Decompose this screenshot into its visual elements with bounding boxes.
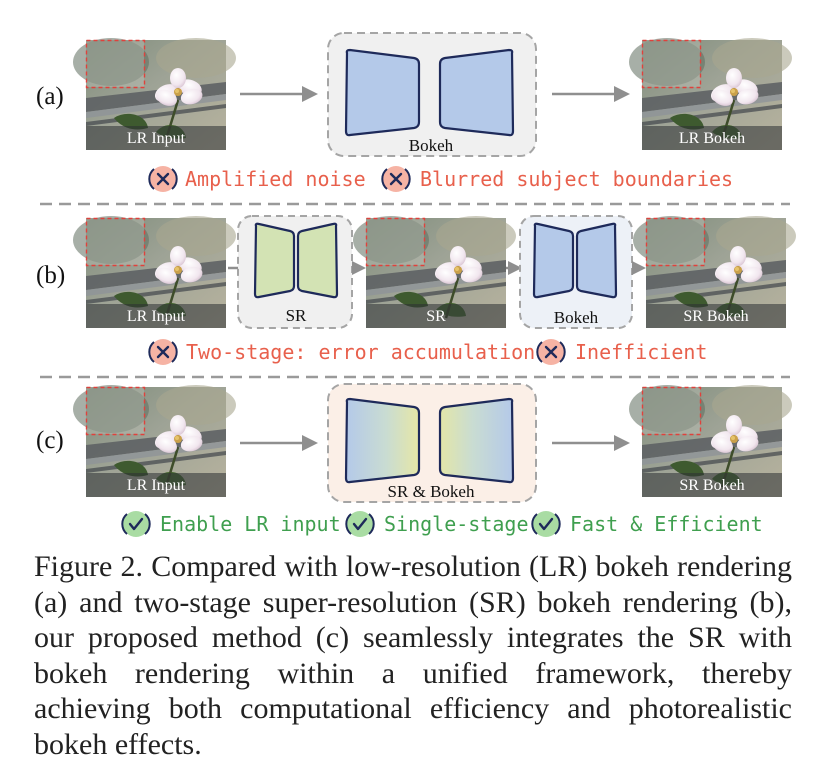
cross-icon [148, 339, 178, 365]
arrow [352, 261, 366, 275]
arrow [552, 435, 630, 451]
cross-icon [148, 166, 178, 192]
row-a-note-2: Blurred subject boundaries [420, 167, 733, 191]
row-b-input-image: LR Input [71, 214, 238, 330]
row-c-input-caption: LR Input [127, 477, 186, 494]
row-a-note-1: Amplified noise [185, 167, 366, 191]
row-b-sr-image: SR [351, 214, 518, 330]
row-c-output-caption: SR Bokeh [679, 477, 744, 494]
arrow [240, 86, 318, 102]
row-a-input-image: LR Input [71, 36, 238, 152]
arrow [506, 261, 522, 275]
row-b-input-caption: LR Input [127, 308, 186, 325]
check-icon [121, 511, 151, 537]
row-c-sr-bokeh-module: SR & Bokeh [327, 383, 537, 503]
row-a-label: (a) [36, 83, 64, 110]
row-b-output-image: SR Bokeh [631, 214, 798, 330]
row-a-input-caption: LR Input [127, 130, 186, 147]
row-b-mid-caption: SR [426, 308, 446, 325]
row-a-output-caption: LR Bokeh [679, 130, 745, 147]
row-c-output-image: SR Bokeh [627, 383, 794, 499]
arrow [552, 86, 630, 102]
row-c-note-1: Enable LR input [160, 512, 341, 536]
row-b-label: (b) [36, 262, 65, 289]
row-b-sr-module-caption: SR [286, 306, 307, 325]
row-a-output-image: LR Bokeh [627, 36, 794, 152]
figure-caption: Figure 2. Compared with low-resolution (… [34, 550, 792, 761]
figure-diagram: (a) LR Input Bokeh LR Bokeh Amplified no… [36, 32, 798, 537]
row-b-note-2: Inefficient [575, 340, 707, 364]
row-c-input-image: LR Input [71, 383, 238, 499]
row-b-sr-module: SR [237, 215, 353, 329]
arrow [632, 261, 646, 275]
row-c-note-3: Fast & Efficient [570, 512, 763, 536]
check-icon [531, 511, 561, 537]
row-c-label: (c) [36, 427, 64, 454]
row-b-note-1: Two-stage: error accumulation [186, 340, 535, 364]
row-c-module-caption: SR & Bokeh [388, 482, 475, 501]
row-a-module-caption: Bokeh [409, 136, 454, 155]
row-b-bokeh-module: Bokeh [519, 215, 633, 329]
arrow [240, 435, 318, 451]
row-a-bokeh-module: Bokeh [327, 32, 537, 157]
cross-icon [536, 339, 566, 365]
row-b-bokeh-module-caption: Bokeh [554, 308, 599, 327]
check-icon [345, 511, 375, 537]
row-c-note-2: Single-stage [384, 512, 529, 536]
cross-icon [381, 166, 411, 192]
row-b-output-caption: SR Bokeh [683, 308, 748, 325]
